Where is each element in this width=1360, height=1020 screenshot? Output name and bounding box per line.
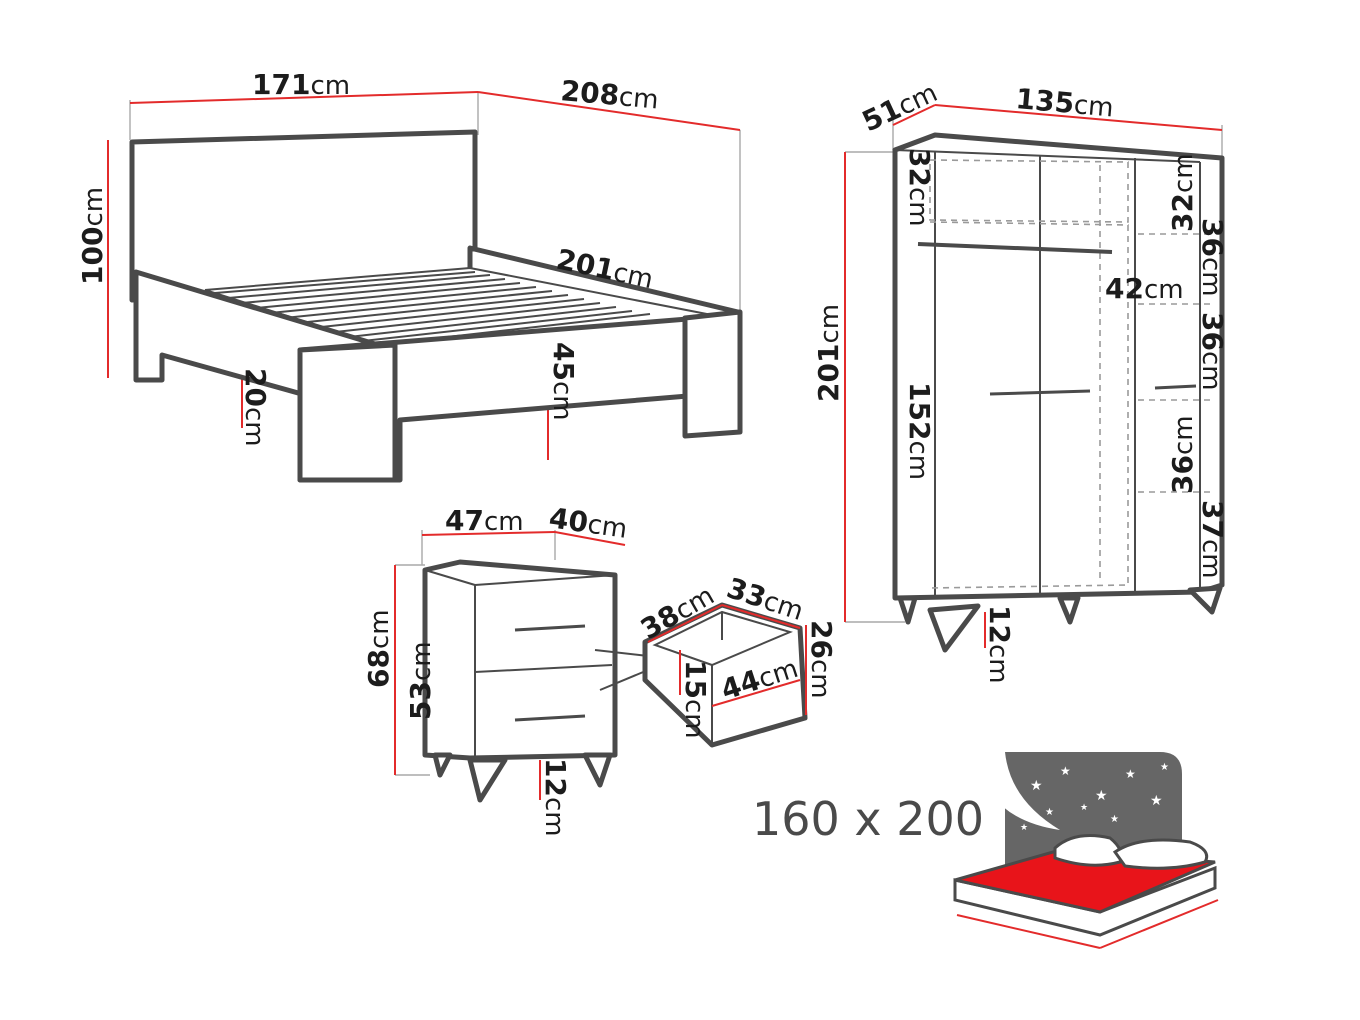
bed-depth-label: 208cm [559,74,660,115]
nightstand-depth-dimension [554,531,626,546]
bed-height-label: 100cm [76,187,109,285]
wardrobe-drawing: 51cm 135cm 201cm 32cm 152cm 12cm 42cm 32… [812,75,1229,684]
drawer-front-height-label: 26cm [805,620,838,699]
svg-text:★: ★ [1160,762,1169,773]
drawer-depth-dimension [647,604,723,643]
bed-drawing: 171cm 208cm 100cm 201cm 20cm 45cm [76,68,743,483]
svg-text:★: ★ [1125,767,1136,781]
mattress-length-arrow [956,914,1101,949]
nightstand-leg-label: 12cm [539,758,572,837]
night-sky-background [1005,752,1182,870]
drawer-width-dimension [721,604,801,629]
wardrobe-top-label: 32cm [903,148,936,227]
svg-text:★: ★ [1020,823,1028,833]
wardrobe-width-label: 135cm [1014,82,1115,123]
shelf1-label: 36cm [1196,218,1229,297]
mattress-size-label: 160 x 200 [752,792,984,846]
svg-text:★: ★ [1045,807,1054,818]
wardrobe-leg [1187,585,1223,615]
wardrobe-depth-label: 51cm [857,75,942,138]
nightstand-leg [582,752,613,788]
wardrobe-leg-label: 12cm [983,605,1016,684]
svg-text:★: ★ [1150,793,1163,809]
wardrobe-leg [927,603,981,653]
wardrobe-leg [1057,595,1081,625]
svg-text:★: ★ [1080,803,1088,813]
door-handle [989,389,1091,396]
hanging-rail [917,242,1113,254]
bed-frame-height-label: 45cm [547,342,580,421]
nightstand-height-label: 68cm [362,609,395,688]
bed-width-label: 171cm [252,68,350,101]
shelf-width-label: 42cm [1105,272,1184,305]
nightstand-width-dimension [421,531,556,536]
drawer-inner-height-label: 15cm [679,660,712,739]
shelf2-label: 36cm [1196,312,1229,391]
pillow [1112,838,1209,870]
mattress-icon: ★ ★ ★ ★ ★ ★ ★ ★ ★ ★ 160 x 200 [752,752,1219,949]
bed-width-dimension [129,91,479,104]
drawer-handle [514,714,586,722]
shelf-top-label: 32cm [1166,153,1199,232]
nightstand-drawing: 47cm 40cm 68cm 53cm 12cm [362,501,649,837]
bed-leg-label: 20cm [239,368,272,447]
nightstand-leg [432,752,453,778]
wardrobe-width-dimension [934,104,1223,131]
bed-depth-dimension [477,91,741,131]
svg-text:★: ★ [1060,764,1071,778]
nightstand-depth-label: 40cm [547,501,629,545]
wardrobe-depth-dimension [892,104,936,126]
drawer-handle [514,624,586,632]
nightstand-width-label: 47cm [445,504,524,537]
wardrobe-leg [897,595,918,625]
nightstand-body-label: 53cm [404,641,437,720]
nightstand-body [422,559,618,761]
shelf4-label: 37cm [1196,500,1229,579]
drawer-front-width-dimension [711,679,801,707]
bed-front-left-leg [297,342,398,483]
nightstand-leg [467,757,508,803]
pillow [1053,834,1123,867]
drawer-drawing: 38cm 33cm 44cm 26cm 15cm [635,571,838,748]
door-handle [1154,384,1197,390]
svg-text:★: ★ [1110,814,1119,825]
shelf3-label: 36cm [1166,415,1199,494]
svg-text:★: ★ [1095,788,1108,804]
wardrobe-height-label: 201cm [812,304,845,402]
wardrobe-door-label: 152cm [903,382,936,480]
svg-text:★: ★ [1030,778,1043,794]
wardrobe-body [892,132,1225,601]
stars-icon: ★ ★ ★ ★ ★ ★ ★ ★ ★ ★ [1020,762,1169,833]
bed-front-right-leg [682,309,743,439]
